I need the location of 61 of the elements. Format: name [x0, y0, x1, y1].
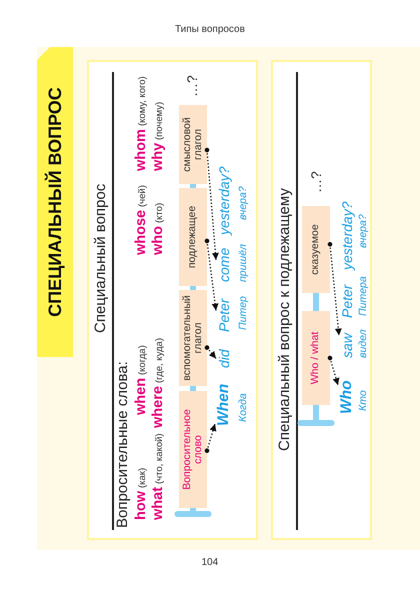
panel-card: [271, 60, 372, 540]
title-banner: СПЕЦИАЛЬНЫЙ ВОПРОС: [37, 47, 73, 357]
sentence-word: Who: [338, 380, 356, 414]
question-word: who: [150, 226, 167, 255]
panel-card: [87, 60, 258, 540]
word-translation: (где, куда): [154, 338, 166, 383]
ellipsis-mark: …?: [308, 171, 324, 193]
term-box: сказуемое: [302, 206, 330, 293]
sentence-word: yesterday?: [339, 202, 356, 270]
dotted-arrow: [204, 148, 219, 260]
word-translation: (кто): [154, 202, 166, 223]
term-box: подлежащее: [179, 188, 207, 286]
page-header: Типы вопросов: [175, 24, 245, 36]
dotted-arrow: [204, 345, 216, 359]
word-translation: (как): [138, 468, 148, 488]
question-word: when: [133, 378, 150, 415]
translation-word: вчера?: [237, 186, 250, 220]
term-box: Вопросительное слово: [179, 391, 207, 508]
word-translation: (чей): [138, 185, 148, 207]
translation-word: Питера: [357, 276, 370, 316]
page-number: 104: [202, 557, 218, 568]
word-translation: (почему): [154, 102, 166, 140]
panel-heading: Специальный вопрос к подлежащему: [276, 188, 294, 451]
sentence-word: yesterday?: [216, 166, 232, 235]
question-word: where: [150, 386, 167, 428]
dotted-arrow: [204, 424, 216, 453]
translation-word: Когда: [237, 393, 250, 422]
question-word: whose: [133, 210, 150, 255]
word-translation: (кому, кого): [138, 76, 148, 126]
rail-connector: [313, 293, 319, 311]
word-translation: (что, какой): [154, 433, 166, 484]
sentence-word: Peter: [216, 298, 232, 332]
translation-word: видел: [357, 329, 370, 358]
sentence-word: saw: [339, 333, 356, 358]
translation-word: Кто: [357, 390, 370, 411]
sentence-word: When: [215, 384, 233, 426]
question-word: whom: [133, 129, 150, 171]
rail-connector: [298, 405, 334, 426]
translation-word: Питер: [237, 296, 250, 330]
panel-heading: Специальный вопрос: [92, 184, 110, 333]
rail-connector: [190, 386, 196, 391]
sentence-word: did: [216, 349, 232, 368]
question-word: why: [150, 142, 167, 171]
list-heading: Вопросительные слова:: [114, 361, 132, 528]
rail-connector: [190, 184, 196, 188]
term-box: вспомогательный глагол: [179, 290, 207, 386]
question-word: how: [133, 491, 150, 520]
dotted-arrow: [328, 356, 340, 386]
question-word: what: [150, 486, 167, 520]
translation-word: вчера?: [357, 214, 370, 248]
term-box: Who / what: [302, 311, 330, 405]
term-box: смысловой глагол: [179, 105, 207, 184]
ellipsis-mark: …?: [184, 75, 200, 97]
dotted-arrow: [328, 242, 342, 336]
sentence-word: come: [216, 248, 232, 282]
dotted-arrow: [204, 238, 219, 311]
rail-connector: [174, 508, 212, 517]
sentence-word: Peter: [339, 284, 356, 318]
word-translation: (когда): [138, 345, 148, 375]
translation-word: пришёл: [237, 244, 250, 282]
rail-connector: [190, 286, 196, 290]
